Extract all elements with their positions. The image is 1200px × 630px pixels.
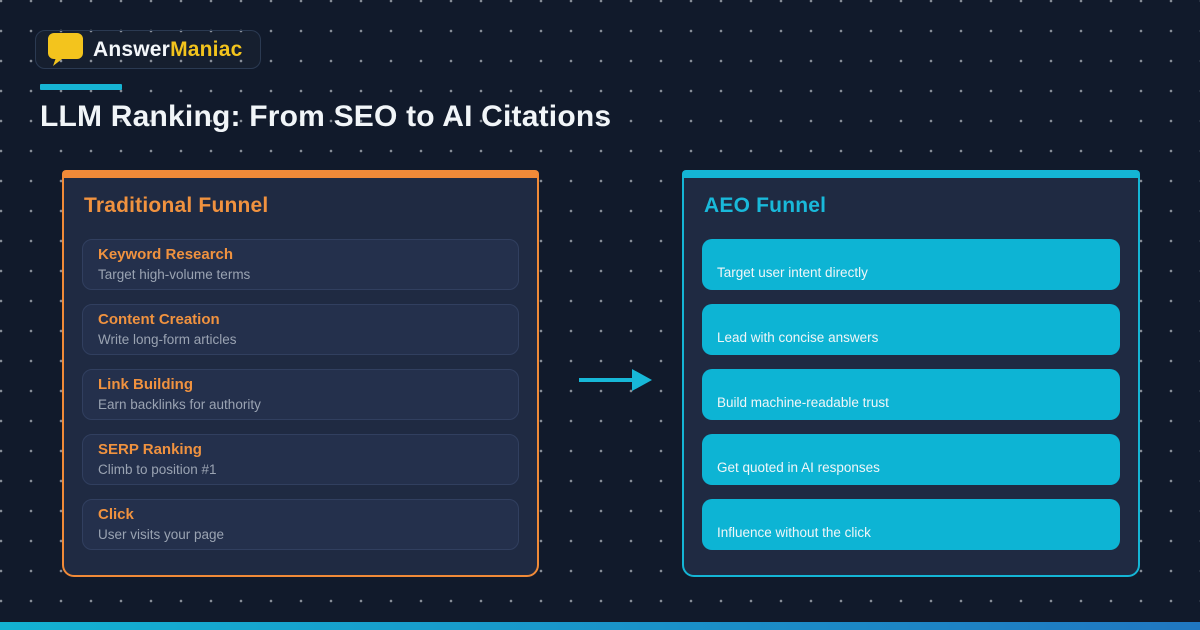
traditional-step-card: Click User visits your page: [82, 499, 519, 550]
step-desc: Influence without the click: [717, 525, 871, 540]
traditional-step-card: Content Creation Write long-form article…: [82, 304, 519, 355]
title-accent-bar: [40, 84, 122, 90]
brand-name-primary: Answer: [93, 37, 171, 61]
step-desc: Write long-form articles: [98, 331, 237, 347]
step-desc: Get quoted in AI responses: [717, 460, 880, 475]
brand-name: AnswerManiac: [93, 38, 242, 62]
flow-arrow-icon: [579, 369, 652, 391]
traditional-funnel-heading: Traditional Funnel: [84, 194, 269, 217]
traditional-panel-accent-bar: [62, 170, 539, 178]
brand-logo: AnswerManiac: [35, 30, 262, 69]
step-desc: Target user intent directly: [717, 265, 868, 280]
aeo-step-card: Target user intent directly: [702, 239, 1120, 290]
aeo-funnel-panel: AEO Funnel Target user intent directly L…: [682, 170, 1140, 577]
footer-accent-bar: [0, 622, 1200, 630]
aeo-step-card: Get quoted in AI responses: [702, 434, 1120, 485]
traditional-panel-body: Traditional Funnel Keyword Research Targ…: [62, 178, 539, 577]
step-desc: Lead with concise answers: [717, 330, 879, 345]
step-title: Click: [98, 505, 134, 523]
aeo-funnel-heading: AEO Funnel: [704, 194, 827, 217]
step-desc: Build machine-readable trust: [717, 395, 889, 410]
step-desc: Target high-volume terms: [98, 266, 251, 282]
step-title: Link Building: [98, 375, 193, 393]
aeo-step-card: Build machine-readable trust: [702, 369, 1120, 420]
aeo-panel-accent-bar: [682, 170, 1140, 178]
page-title: LLM Ranking: From SEO to AI Citations: [40, 100, 612, 133]
step-title: SERP Ranking: [98, 440, 202, 458]
step-title: Content Creation: [98, 310, 220, 328]
traditional-step-card: SERP Ranking Climb to position #1: [82, 434, 519, 485]
step-desc: Climb to position #1: [98, 461, 217, 477]
speech-bubble-icon: [48, 33, 83, 66]
aeo-step-card: Lead with concise answers: [702, 304, 1120, 355]
step-desc: User visits your page: [98, 526, 225, 542]
brand-name-secondary: Maniac: [170, 37, 243, 61]
traditional-funnel-panel: Traditional Funnel Keyword Research Targ…: [62, 170, 539, 577]
traditional-step-card: Link Building Earn backlinks for authori…: [82, 369, 519, 420]
traditional-step-card: Keyword Research Target high-volume term…: [82, 239, 519, 290]
aeo-step-card: Influence without the click: [702, 499, 1120, 550]
aeo-panel-body: AEO Funnel Target user intent directly L…: [682, 178, 1140, 577]
step-desc: Earn backlinks for authority: [98, 396, 261, 412]
step-title: Keyword Research: [98, 245, 234, 263]
